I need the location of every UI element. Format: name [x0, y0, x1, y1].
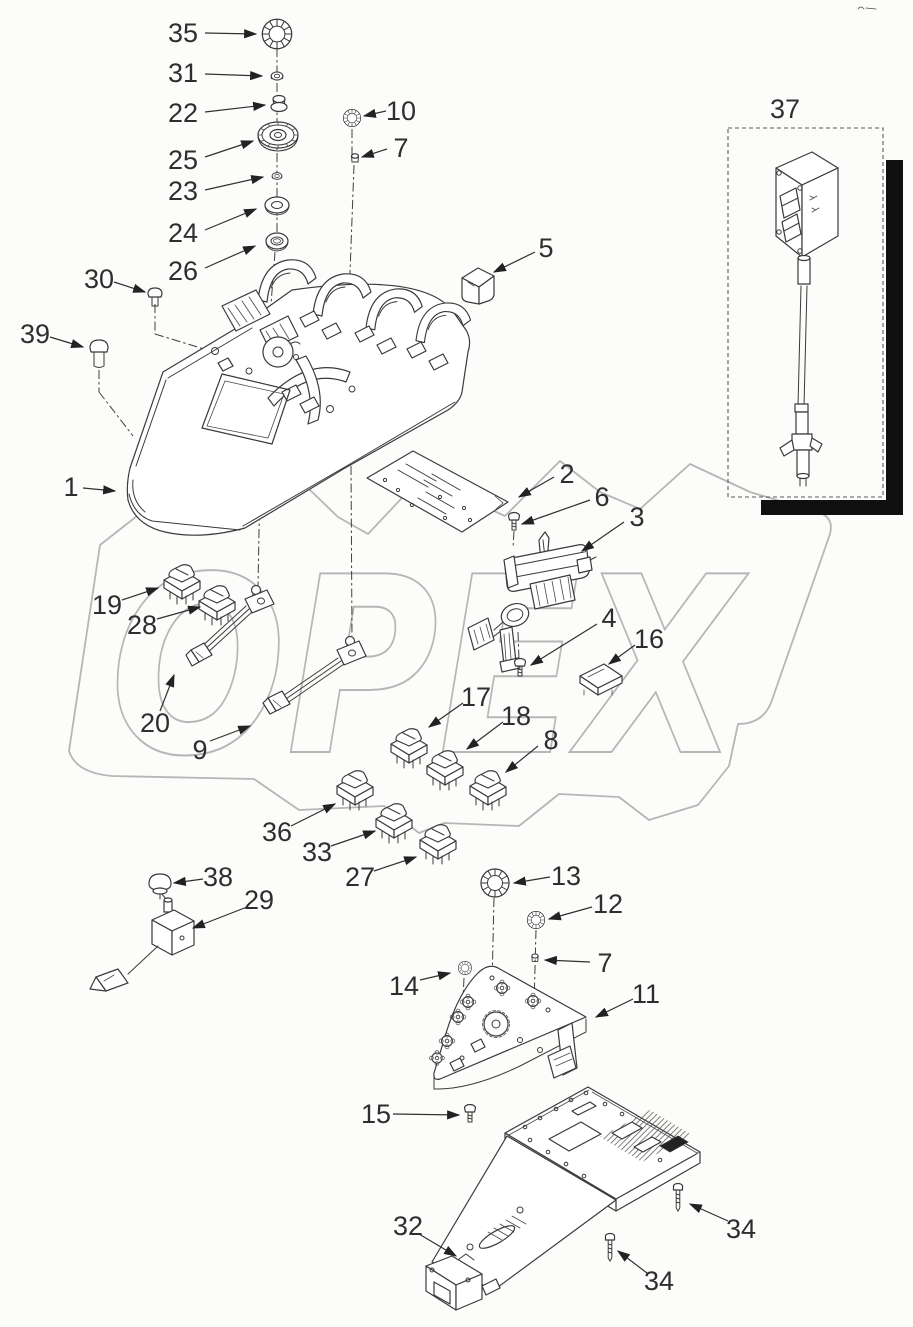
- callout-5: 5: [538, 233, 553, 263]
- part-23-nut: [271, 172, 283, 180]
- black-border-vertical: [886, 160, 903, 515]
- callout-36: 36: [262, 817, 292, 847]
- callout-38: 38: [203, 862, 233, 892]
- watermark-text: OPEX: [110, 525, 749, 810]
- part-32-support-bracket: [425, 1086, 701, 1311]
- callout-3: 3: [629, 502, 644, 532]
- callout-33: 33: [302, 837, 332, 867]
- callout-32: 32: [393, 1211, 423, 1241]
- callout-16: 16: [634, 624, 664, 654]
- callout-39: 39: [20, 319, 50, 349]
- callout-35: 35: [168, 18, 198, 48]
- callout-15: 15: [361, 1099, 391, 1129]
- scan-artifact: [857, 6, 877, 10]
- black-border-horizontal: [761, 500, 903, 515]
- part-39-screw: [89, 339, 109, 368]
- detail-box-border: [727, 127, 884, 498]
- part-30-screw: [147, 287, 163, 307]
- part-1-console-housing: [126, 259, 472, 536]
- callout-12: 12: [593, 889, 623, 919]
- callout-28: 28: [127, 610, 157, 640]
- callout-10: 10: [386, 96, 416, 126]
- part-29-switch: [89, 897, 195, 992]
- part-12-knob: [526, 910, 546, 930]
- callout-6: 6: [594, 482, 609, 512]
- callout-4: 4: [601, 603, 616, 633]
- callout-23: 23: [168, 176, 198, 206]
- callout-29: 29: [244, 885, 274, 915]
- callout-26: 26: [168, 256, 198, 286]
- callout-34-upper: 34: [726, 1214, 756, 1244]
- part-25-gear: [257, 121, 299, 152]
- callout-14: 14: [389, 971, 419, 1001]
- callout-8: 8: [543, 725, 558, 755]
- part-34-screw-lower: [604, 1232, 616, 1262]
- part-38-button-cap: [148, 873, 172, 900]
- callout-leader-lines: [49, 29, 729, 1274]
- part-2-mounting-plate: [366, 450, 509, 533]
- part-14-knob: [457, 960, 473, 976]
- callout-20: 20: [140, 708, 170, 738]
- callout-17: 17: [461, 682, 491, 712]
- part-34-screw-upper: [672, 1182, 684, 1212]
- callout-13: 13: [551, 861, 581, 891]
- part-22-collar: [270, 94, 288, 113]
- callout-9: 9: [192, 735, 207, 765]
- part-10-knob: [342, 108, 362, 128]
- callout-31: 31: [168, 58, 198, 88]
- part-13-knob: [480, 868, 510, 898]
- part-5-cap: [461, 267, 495, 305]
- part-15-screw: [463, 1103, 477, 1123]
- callout-2: 2: [559, 459, 574, 489]
- part-7-setscrew-upper: [350, 153, 360, 163]
- callout-22: 22: [168, 98, 198, 128]
- callout-19: 19: [92, 590, 122, 620]
- part-3-switch-assembly: [467, 531, 597, 673]
- callout-numbers: 35 31 22 25 23 24 26 10 7 37 30 39 5 1 2…: [20, 18, 800, 1296]
- part-26-washer: [265, 232, 289, 252]
- callout-30: 30: [84, 264, 114, 294]
- callout-25: 25: [168, 145, 198, 175]
- opex-watermark: OPEX: [68, 460, 832, 834]
- callout-1: 1: [63, 472, 78, 502]
- part-20-link-rod: [185, 584, 275, 667]
- part-37-pendant-assembly: [727, 127, 884, 498]
- part-24-washer: [264, 196, 290, 216]
- callout-27: 27: [345, 862, 375, 892]
- callout-24: 24: [168, 218, 198, 248]
- callout-11: 11: [632, 979, 660, 1009]
- part-9-link-rod: [262, 635, 367, 715]
- part-35-knob: [261, 18, 293, 50]
- callout-37: 37: [770, 94, 800, 124]
- callout-34-lower: 34: [644, 1266, 674, 1296]
- callout-18: 18: [501, 701, 531, 731]
- part-31-nut: [270, 71, 284, 81]
- callout-7-lower: 7: [597, 948, 612, 978]
- callout-7-upper: 7: [393, 133, 408, 163]
- part-11-control-panel: [429, 965, 587, 1090]
- part-16-connector: [579, 663, 623, 696]
